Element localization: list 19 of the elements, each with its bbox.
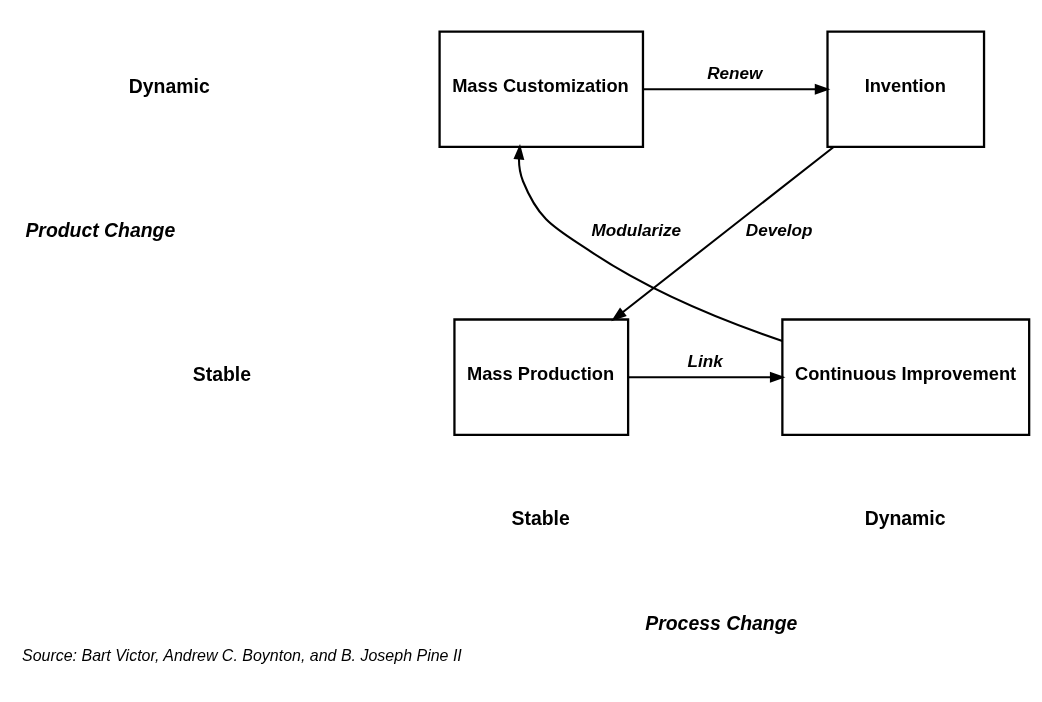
edge-label: Link	[687, 350, 723, 371]
label: Product Change	[25, 218, 176, 241]
label: Process Change	[645, 611, 798, 634]
node-box: Mass Production	[453, 317, 630, 436]
edge-label: Modularize	[591, 219, 682, 240]
edge-label: Develop	[745, 219, 813, 240]
node-box: Continuous Improvement	[781, 317, 1031, 436]
arrow	[643, 83, 831, 95]
label: Stable	[192, 362, 252, 385]
label: Dynamic	[128, 74, 210, 97]
caption: Source: Bart Victor, Andrew C. Boynton, and B. Joseph Pine II	[21, 646, 462, 664]
node-box: Mass Customization	[438, 29, 645, 148]
arrow	[628, 371, 786, 383]
label: Dynamic	[864, 506, 946, 529]
edge-label: Renew	[707, 62, 763, 83]
arrow	[611, 145, 834, 321]
arrow	[513, 143, 783, 342]
node-box: Invention	[826, 29, 986, 148]
label: Stable	[511, 506, 570, 529]
